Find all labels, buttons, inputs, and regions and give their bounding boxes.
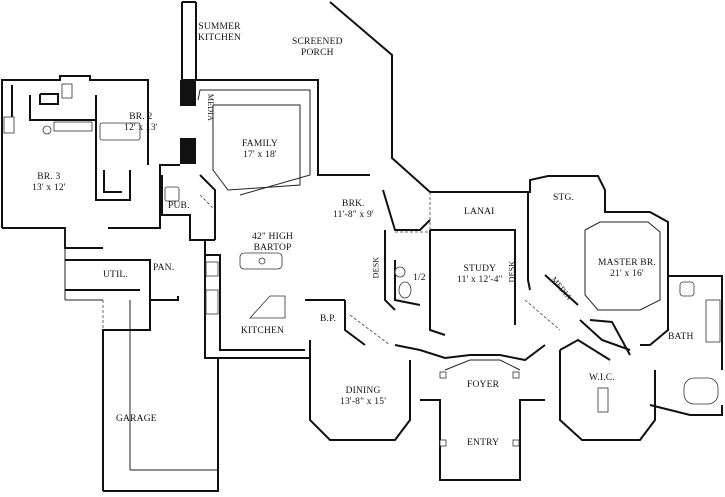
- label-study: STUDY 11' x 12'-4": [457, 264, 503, 286]
- bartop-line2: BARTOP: [253, 243, 292, 253]
- bartop-line1: 42" HIGH: [252, 232, 294, 242]
- label-stg: STG.: [553, 193, 575, 203]
- fixtures: [3, 83, 721, 447]
- label-br3: BR. 3 13' x 12': [32, 172, 66, 194]
- summer-kitchen-line1: SUMMER: [198, 22, 241, 32]
- family-dims: 17' x 18': [243, 150, 277, 160]
- label-media-family: MEDIA: [206, 93, 216, 122]
- label-brk: BRK. 11'-8" x 9': [333, 199, 374, 221]
- label-pan: PAN.: [153, 263, 175, 273]
- screened-porch-line1: SCREENED: [292, 37, 343, 47]
- label-screened-porch: SCREENED PORCH: [292, 37, 343, 59]
- label-desk-left: DESK: [371, 256, 381, 279]
- label-master: MASTER BR. 21' x 16': [598, 258, 656, 280]
- openings: [102, 192, 561, 346]
- br2-name: BR. 2: [129, 112, 153, 122]
- br2-dims: 12' x 13': [124, 123, 158, 133]
- label-bath: BATH: [668, 332, 694, 342]
- label-bp: B.P.: [320, 314, 337, 324]
- label-wic: W.I.C.: [589, 373, 615, 383]
- br3-dims: 13' x 12': [32, 183, 66, 193]
- interior-walls: [11, 80, 669, 371]
- label-pub: PUB.: [168, 201, 190, 211]
- family-name: FAMILY: [242, 139, 278, 149]
- label-family: FAMILY 17' x 18': [242, 139, 278, 161]
- label-kitchen: KITCHEN: [241, 326, 285, 336]
- brk-dims: 11'-8" x 9': [333, 210, 374, 220]
- dining-dims: 13'-8" x 15': [340, 397, 387, 407]
- study-name: STUDY: [463, 264, 497, 274]
- br3-name: BR. 3: [37, 172, 61, 182]
- label-entry: ENTRY: [467, 438, 500, 448]
- label-lanai: LANAI: [464, 207, 495, 217]
- brk-name: BRK.: [342, 199, 365, 209]
- master-name: MASTER BR.: [598, 258, 656, 268]
- summer-kitchen-line2: KITCHEN: [198, 33, 242, 43]
- label-garage: GARAGE: [116, 414, 157, 424]
- label-foyer: FOYER: [467, 380, 500, 390]
- label-br2: BR. 2 12' x 13': [124, 112, 158, 134]
- label-desk-right: DESK: [507, 260, 517, 283]
- label-summer-kitchen: SUMMER KITCHEN: [198, 22, 241, 44]
- label-half-bath: 1/2: [413, 273, 426, 283]
- study-dims: 11' x 12'-4": [457, 275, 503, 285]
- label-util: UTIL.: [103, 270, 129, 280]
- label-dining: DINING 13'-8" x 15': [340, 386, 386, 408]
- dining-name: DINING: [345, 386, 381, 396]
- label-bartop: 42" HIGH BARTOP: [252, 232, 293, 254]
- master-dims: 21' x 16': [610, 269, 644, 279]
- screened-porch-line2: PORCH: [301, 48, 334, 58]
